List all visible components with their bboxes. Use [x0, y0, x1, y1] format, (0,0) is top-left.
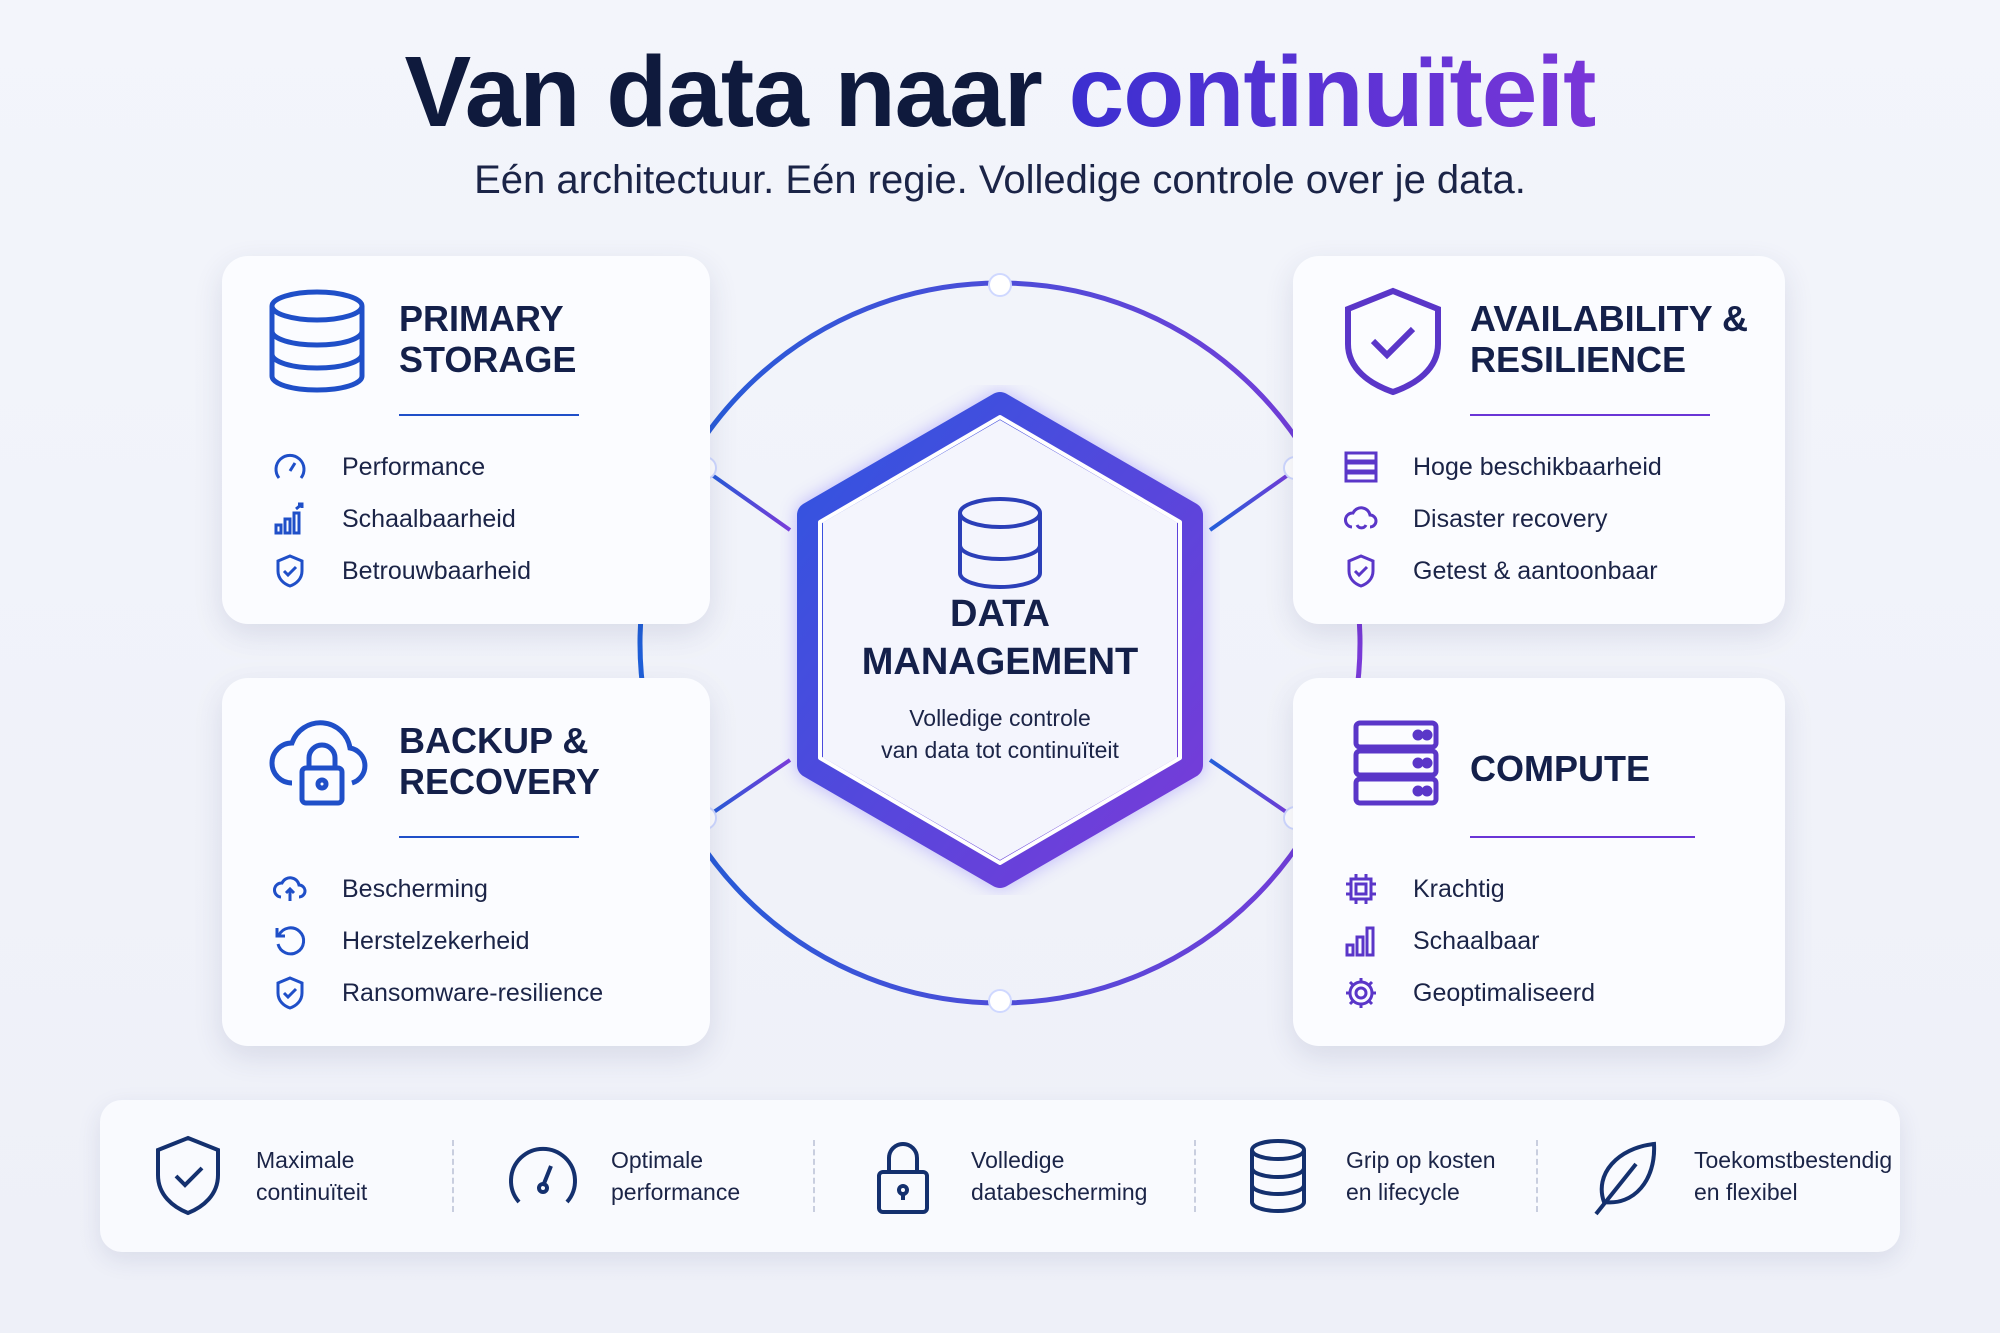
card-compute: COMPUTE Krachtig Schaalbaar Geoptimalise… — [1293, 678, 1785, 1046]
divider — [1194, 1140, 1196, 1212]
shield-check-icon — [276, 554, 304, 588]
shield-check-icon — [1345, 287, 1441, 396]
list-item: Bescherming — [272, 863, 603, 915]
benefit-item: Optimale performance — [505, 1100, 740, 1252]
list-item: Schaalbaarheid — [272, 493, 531, 545]
gauge-icon — [509, 1146, 577, 1204]
divider — [1470, 836, 1695, 838]
benefit-item: Maximale continuïteit — [150, 1100, 367, 1252]
center-subtitle-line1: Volledige controle — [909, 705, 1091, 731]
divider — [399, 836, 579, 838]
gauge-icon — [274, 453, 306, 479]
list-item: Getest & aantoonbaar — [1343, 545, 1662, 597]
data-management-hexagon — [797, 392, 1203, 888]
gear-icon — [1346, 978, 1376, 1008]
list-item: Schaalbaar — [1343, 915, 1595, 967]
card-title: COMPUTE — [1470, 748, 1650, 789]
title-accent: continuïteit — [1068, 36, 1597, 148]
cloud-lock-icon — [269, 720, 368, 806]
divider — [399, 414, 579, 416]
divider — [813, 1140, 815, 1212]
list-item: Disaster recovery — [1343, 493, 1662, 545]
server-stack-icon — [1353, 720, 1439, 806]
benefit-item: Toekomstbestendig en flexibel — [1588, 1100, 1892, 1252]
list-item: Geoptimaliseerd — [1343, 967, 1595, 1019]
list-item: Betrouwbaarheid — [272, 545, 531, 597]
database-icon — [1250, 1139, 1306, 1214]
database-icon — [269, 289, 365, 393]
shield-check-icon — [156, 1135, 220, 1216]
cloud-upload-icon — [273, 876, 307, 901]
list-item: Ransomware-resilience — [272, 967, 603, 1019]
restore-icon — [275, 926, 306, 956]
card-title: BACKUP &RECOVERY — [399, 720, 600, 802]
card-availability-resilience: AVAILABILITY &RESILIENCE Hoge beschikbaa… — [1293, 256, 1785, 624]
leaf-icon — [1594, 1141, 1657, 1216]
center-title-line1: DATA — [950, 593, 1050, 635]
divider — [1536, 1140, 1538, 1212]
divider — [1470, 414, 1710, 416]
center-title-line2: MANAGEMENT — [861, 641, 1139, 683]
shield-check-icon — [1347, 554, 1375, 588]
benefits-bar: Maximale continuïteit Optimale performan… — [100, 1100, 1900, 1252]
title-main: Van data naar — [404, 36, 1043, 148]
list-item: Herstelzekerheid — [272, 915, 603, 967]
cpu-icon — [1346, 874, 1376, 904]
list-item: Hoge beschikbaarheid — [1343, 441, 1662, 493]
database-icon — [958, 497, 1042, 590]
list-item: Performance — [272, 441, 531, 493]
page-title: Van data naar continuïteit — [0, 35, 2000, 150]
benefit-item: Grip op kosten en lifecycle — [1240, 1100, 1496, 1252]
cloud-sync-icon — [1344, 506, 1378, 530]
server-icon — [1344, 451, 1378, 483]
center-label: DATA MANAGEMENT Volledige controle van d… — [780, 590, 1220, 766]
page-subtitle: Eén architectuur. Eén regie. Volledige c… — [474, 158, 1526, 202]
lock-icon — [877, 1142, 929, 1214]
shield-check-icon — [276, 976, 304, 1010]
chart-up-icon — [274, 502, 304, 535]
benefit-item: Volledige databescherming — [865, 1100, 1147, 1252]
bar-chart-icon — [1345, 926, 1375, 957]
card-title: AVAILABILITY &RESILIENCE — [1470, 298, 1748, 380]
card-backup-recovery: BACKUP &RECOVERY Bescherming Herstelzeke… — [222, 678, 710, 1046]
divider — [452, 1140, 454, 1212]
list-item: Krachtig — [1343, 863, 1595, 915]
center-subtitle-line2: van data tot continuïteit — [881, 737, 1119, 763]
